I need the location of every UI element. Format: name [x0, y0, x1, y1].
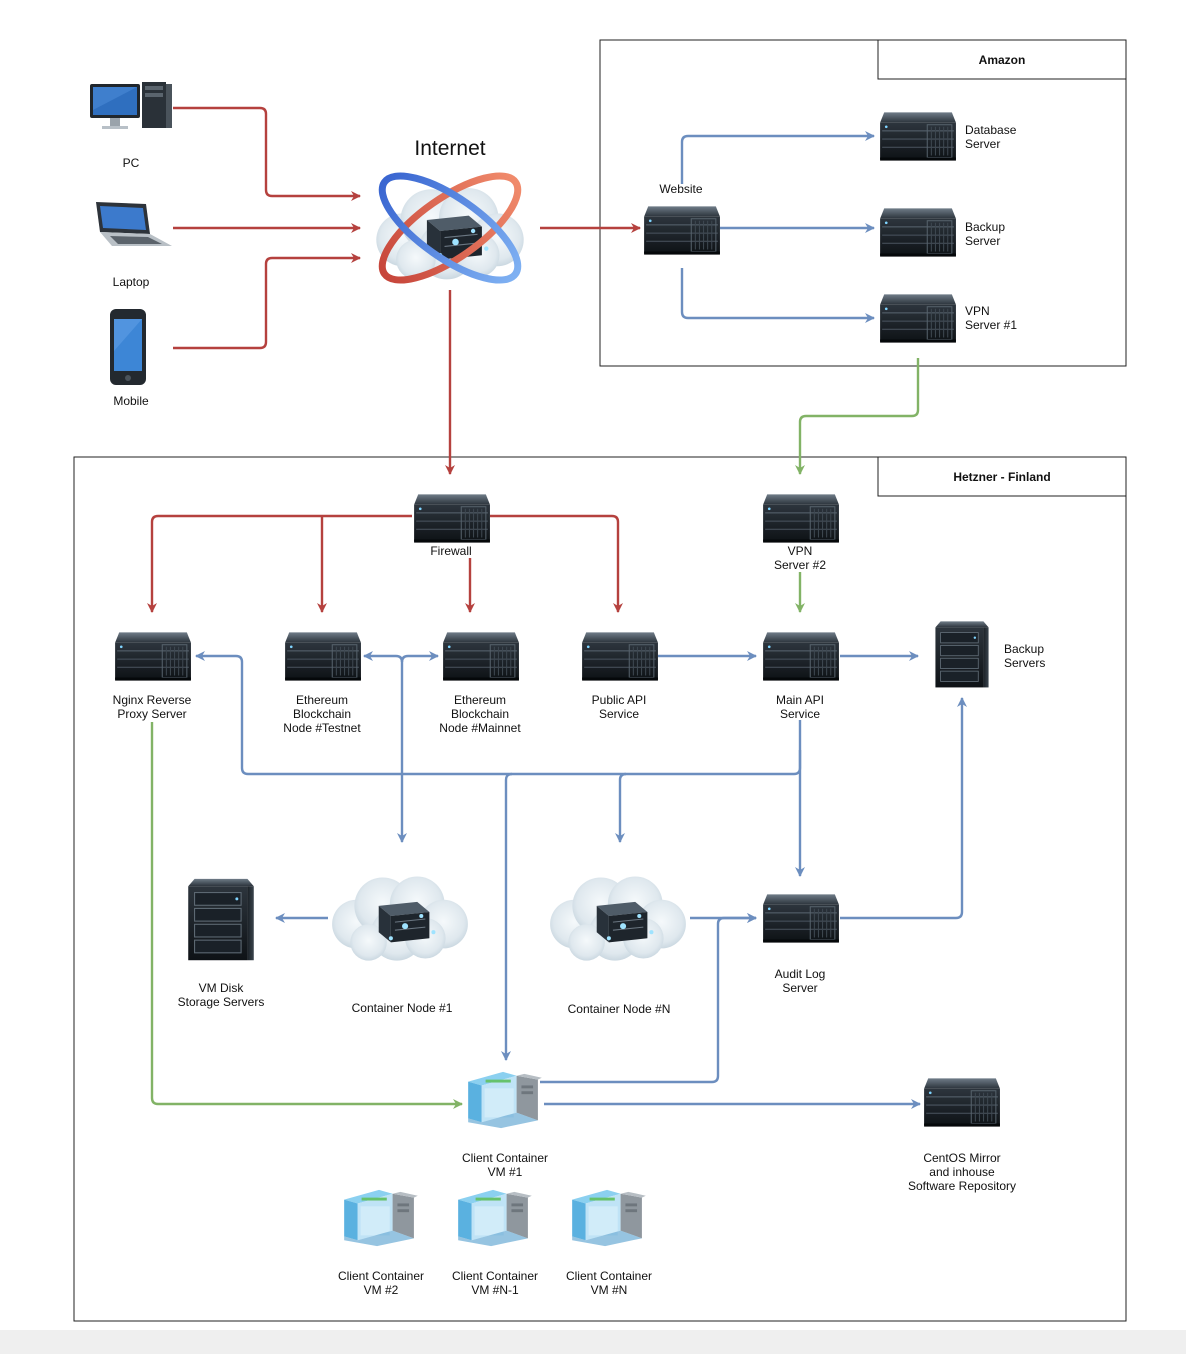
nginx-label: Nginx Reverse Proxy Server [112, 693, 192, 721]
mainnet-server-icon [442, 631, 520, 682]
edge-firewall-nginx [147, 514, 412, 613]
hetzner-title-box [877, 456, 1127, 497]
edge-bus-testnet [363, 651, 404, 774]
edge-nginx-clientvm1 [150, 722, 463, 1109]
centos-server-icon [923, 1077, 1001, 1128]
mainapi-server-icon [762, 631, 840, 682]
container-node1-label: Container Node #1 [351, 1001, 453, 1015]
container-node1-icon [331, 875, 469, 962]
edge-website-vpn1 [680, 268, 875, 323]
internet-icon [375, 172, 525, 284]
container-nodeN-label: Container Node #N [567, 1002, 671, 1016]
edge-bus-mainnet [400, 651, 439, 663]
client-vm2-label: Client Container VM #2 [337, 1269, 425, 1297]
eth-testnet-label: Ethereum Blockchain Node #Testnet [283, 693, 361, 735]
public-api-label: Public API Service [591, 693, 647, 721]
laptop-icon [96, 202, 172, 246]
database-server-label: Database Server [965, 123, 1017, 151]
internet-label: Internet [414, 137, 486, 160]
eth-mainnet-label: Ethereum Blockchain Node #Mainnet [439, 693, 521, 735]
firewall-label: Firewall [430, 544, 472, 558]
red-connectors [147, 106, 641, 613]
blue-connectors [195, 131, 967, 1109]
client-vm2-icon [344, 1189, 418, 1247]
vpn2-label: VPN Server #2 [773, 544, 827, 572]
website-label: Website [659, 182, 703, 196]
mobile-label: Mobile [113, 394, 149, 408]
vm-disk-storage-icon [187, 878, 255, 961]
pc-icon [90, 82, 172, 129]
backup-servers-icon [934, 620, 990, 688]
vpn2-server-icon [762, 493, 840, 544]
publicapi-server-icon [581, 631, 659, 682]
laptop-label: Laptop [112, 275, 150, 289]
amazon-frame [599, 39, 1127, 367]
testnet-server-icon [284, 631, 362, 682]
backup-server-label: Backup Server [965, 220, 1006, 248]
client-vm1-icon [468, 1071, 542, 1129]
main-api-label: Main API Service [775, 693, 825, 721]
backup-server-icon [879, 207, 957, 258]
client-vm1-label: Client Container VM #1 [461, 1151, 549, 1179]
centos-label: CentOS Mirror and inhouse Software Repos… [907, 1151, 1017, 1193]
amazon-title: Amazon [978, 53, 1026, 67]
audit-log-label: Audit Log Server [774, 967, 826, 995]
edge-bus-containerN [615, 772, 627, 843]
mobile-icon [110, 309, 146, 385]
hetzner-frame [73, 456, 1127, 1322]
pc-label: PC [122, 156, 140, 170]
client-vmN1-label: Client Container VM #N-1 [451, 1269, 539, 1297]
vpn1-label: VPN Server #1 [965, 304, 1018, 332]
vpn1-server-icon [879, 293, 957, 344]
database-server-icon [879, 111, 957, 162]
edge-clientvm1-auditlog [540, 913, 757, 1084]
edge-pc-internet [173, 106, 361, 201]
client-vmN-label: Client Container VM #N [565, 1269, 653, 1297]
edge-mainapi-nginx [195, 651, 802, 776]
edge-vpn1-vpn2 [795, 358, 920, 475]
edge-firewall-publicapi [490, 514, 623, 613]
edge-auditlog-backupservers [840, 697, 967, 920]
nginx-server-icon [114, 631, 192, 682]
green-connectors [150, 358, 920, 1109]
vm-disk-label: VM Disk Storage Servers [177, 981, 265, 1009]
hetzner-title: Hetzner - Finland [953, 470, 1051, 484]
bottom-strip [0, 1330, 1186, 1354]
amazon-title-box [877, 39, 1127, 80]
container-nodeN-icon [549, 875, 687, 962]
edge-website-database [680, 131, 875, 184]
edge-bus-clientvm1 [501, 772, 513, 1061]
edge-mobile-internet [173, 253, 361, 350]
client-vmN-icon [572, 1189, 646, 1247]
client-vmN1-icon [458, 1189, 532, 1247]
firewall-server-icon [413, 493, 491, 544]
website-server-icon [643, 205, 721, 256]
backup-servers-label: Backup Servers [1004, 642, 1046, 670]
auditlog-server-icon [762, 893, 840, 944]
